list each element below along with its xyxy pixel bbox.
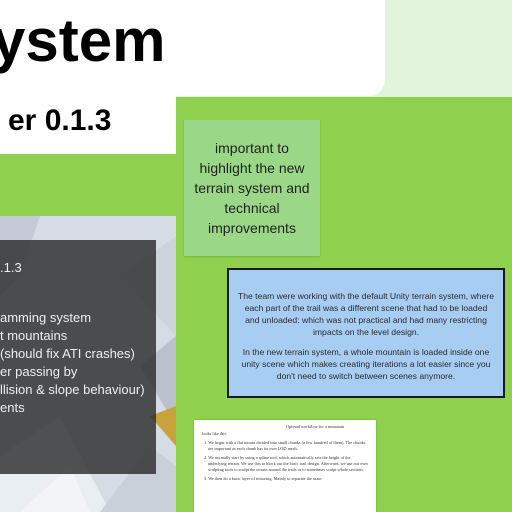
document-card[interactable]: Optimal workflow for a mountain looks li… [194, 420, 376, 512]
text-card-paragraph-2: In the new terrain system, a whole mount… [241, 347, 491, 381]
document-item-1: 1. We begin with a flat terrain divided … [204, 440, 366, 451]
slide-line-4: (should fix ATI crashes) [0, 346, 135, 361]
document-title: Optimal workflow for a mountain [285, 424, 345, 429]
slide-image[interactable]: .1.3 amming system t mountains (should f… [0, 216, 176, 512]
document-item-3: 3. We then do a basic layer of texturing… [204, 476, 322, 481]
slide-text-panel [0, 240, 156, 474]
version-label: er 0.1.3 [8, 104, 112, 137]
document-intro: looks like this. [202, 431, 228, 436]
board-strip [0, 154, 176, 216]
sticky-note-text: important to highlight the new terrain s… [194, 140, 310, 236]
text-card[interactable]: The team were working with the default U… [227, 268, 505, 398]
slide-line-5: er passing by [0, 364, 78, 379]
slide-line-7: ents [0, 400, 25, 415]
slide-line-1: .1.3 [0, 260, 22, 275]
slide-line-3: t mountains [0, 328, 68, 343]
sticky-note[interactable]: important to highlight the new terrain s… [184, 120, 320, 256]
document-item-2: 2. We normally start by using a spline t… [204, 455, 368, 472]
title-card [0, 0, 385, 96]
slide-line-6: llision & slope behaviour) [0, 382, 145, 397]
version-card [0, 96, 176, 154]
page-title: ystem [0, 7, 166, 74]
text-card-paragraph-1: The team were working with the default U… [237, 291, 494, 337]
slide-line-2: amming system [0, 310, 92, 325]
background-panel [380, 0, 512, 97]
